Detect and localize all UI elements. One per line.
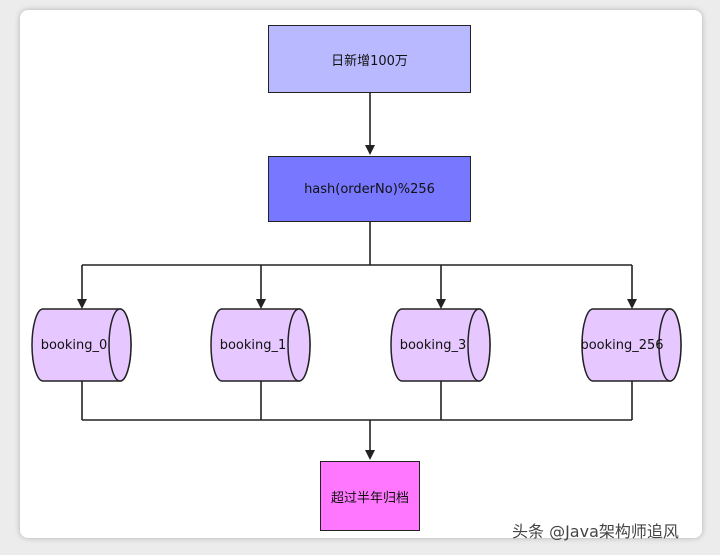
table-booking-0: booking_0: [31, 308, 132, 382]
table-label: booking_256: [580, 338, 663, 353]
watermark: 头条 @Java架构师追风: [512, 522, 679, 541]
archive-node: 超过半年归档: [320, 461, 420, 531]
table-booking-1: booking_1: [210, 308, 311, 382]
source-node: 日新增100万: [268, 25, 471, 93]
diagram-canvas: [20, 10, 702, 538]
table-label: booking_1: [220, 338, 287, 353]
hash-node: hash(orderNo)%256: [268, 156, 471, 222]
table-booking-3: booking_3: [390, 308, 491, 382]
table-label: booking_3: [400, 338, 467, 353]
table-booking-256: booking_256: [580, 308, 682, 382]
table-label: booking_0: [41, 338, 108, 353]
